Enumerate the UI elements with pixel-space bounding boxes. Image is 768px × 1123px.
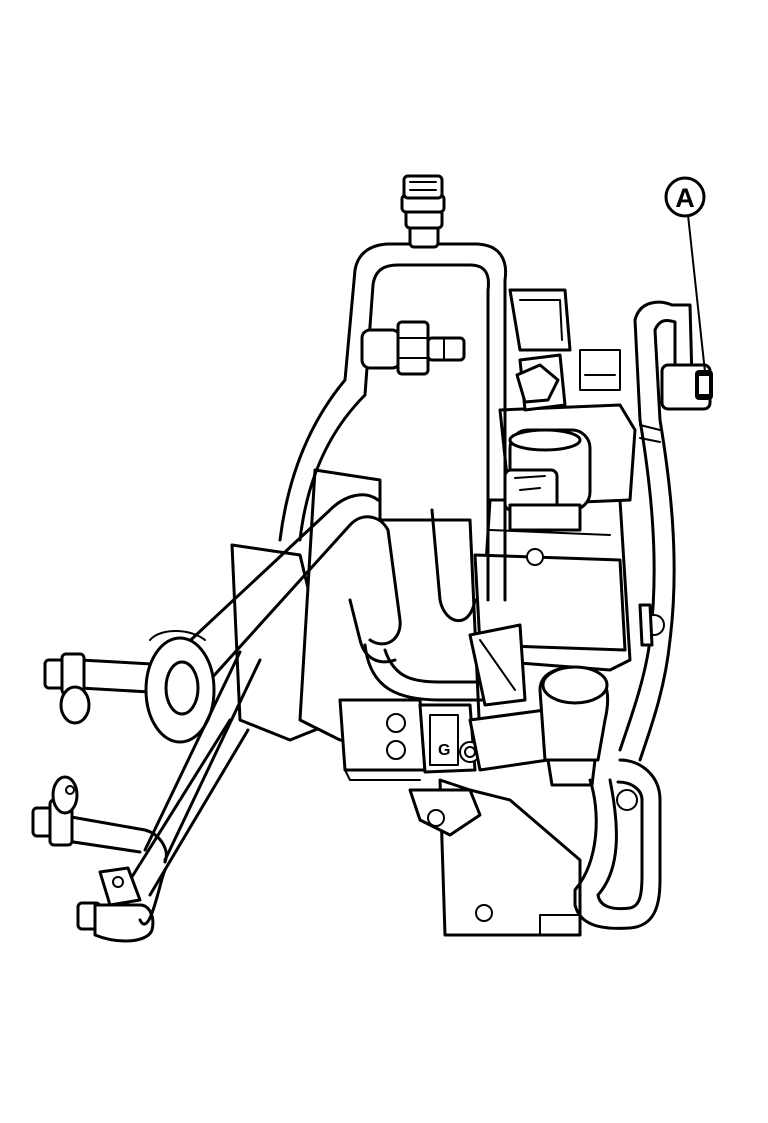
bolts: [526, 548, 665, 811]
hose-left-middle: [31, 650, 262, 864]
hose-left-upper: [43, 630, 216, 744]
callout-a: A: [664, 176, 706, 373]
connector-g-marking: G: [438, 742, 450, 759]
solenoid-valve: [498, 403, 637, 532]
top-fitting: [400, 174, 446, 249]
connector-lower-centre: [468, 623, 527, 707]
actuator-round: [538, 665, 610, 787]
hose-lower-centre: [363, 643, 512, 702]
pressure-sensor: [360, 320, 466, 376]
hose-left-lower: [76, 718, 250, 943]
callout-a-label: A: [675, 183, 695, 213]
connector-upper: [515, 349, 621, 412]
hose-upper-loop: [278, 242, 508, 623]
valve-block-lower: G: [338, 698, 550, 781]
